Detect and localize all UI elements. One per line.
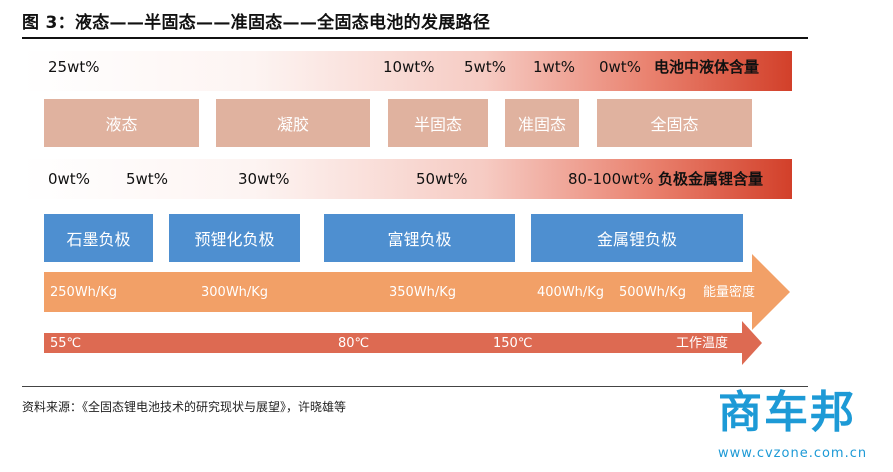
stage-all-solid: 全固态 [597, 99, 752, 147]
temp-label-80: 80℃ [338, 336, 370, 351]
stage-liquid: 液态 [44, 99, 199, 147]
lithium-label-0: 0wt% [48, 170, 90, 188]
liquid-content-band [22, 51, 792, 91]
stage-semi-solid: 半固态 [388, 99, 488, 147]
liquid-band-caption: 电池中液体含量 [654, 58, 760, 76]
anode-prelithiated: 预锂化负极 [169, 214, 300, 262]
energy-label-250: 250Wh/Kg [50, 285, 118, 300]
stage-quasi-solid: 准固态 [505, 99, 579, 147]
lithium-content-band [22, 159, 792, 199]
watermark-url: www.cvzone.com.cn [718, 446, 868, 461]
lithium-band-caption: 负极金属锂含量 [658, 170, 764, 188]
watermark-logo: 商车邦 [718, 387, 856, 438]
temp-arrow-caption: 工作温度 [676, 336, 729, 351]
liquid-label-0: 0wt% [599, 58, 641, 76]
source-rule [22, 386, 808, 387]
energy-label-300: 300Wh/Kg [201, 285, 269, 300]
energy-label-400: 400Wh/Kg [537, 285, 605, 300]
title-rule [22, 37, 808, 39]
temp-label-55: 55℃ [50, 336, 82, 351]
working-temperature-arrow [44, 321, 762, 365]
liquid-label-5: 5wt% [464, 58, 506, 76]
lithium-label-30: 30wt% [238, 170, 290, 188]
energy-density-arrow [44, 254, 790, 330]
source-note: 资料来源：《全固态锂电池技术的研究现状与展望》，许晓雄等 [22, 400, 347, 414]
liquid-label-10: 10wt% [383, 58, 435, 76]
stage-gel: 凝胶 [216, 99, 370, 147]
lithium-label-80-100: 80-100wt% [568, 170, 654, 188]
lithium-label-5: 5wt% [126, 170, 168, 188]
anode-graphite: 石墨负极 [44, 214, 153, 262]
figure-title: 图 3：液态——半固态——准固态——全固态电池的发展路径 [22, 13, 491, 33]
energy-label-350: 350Wh/Kg [389, 285, 457, 300]
liquid-label-1: 1wt% [533, 58, 575, 76]
anode-lithium-rich: 富锂负极 [324, 214, 515, 262]
temp-label-150: 150℃ [493, 336, 533, 351]
lithium-label-50: 50wt% [416, 170, 468, 188]
anode-lithium-metal: 金属锂负极 [531, 214, 743, 262]
energy-arrow-caption: 能量密度 [703, 285, 756, 300]
liquid-label-25: 25wt% [48, 58, 100, 76]
energy-label-500: 500Wh/Kg [619, 285, 687, 300]
